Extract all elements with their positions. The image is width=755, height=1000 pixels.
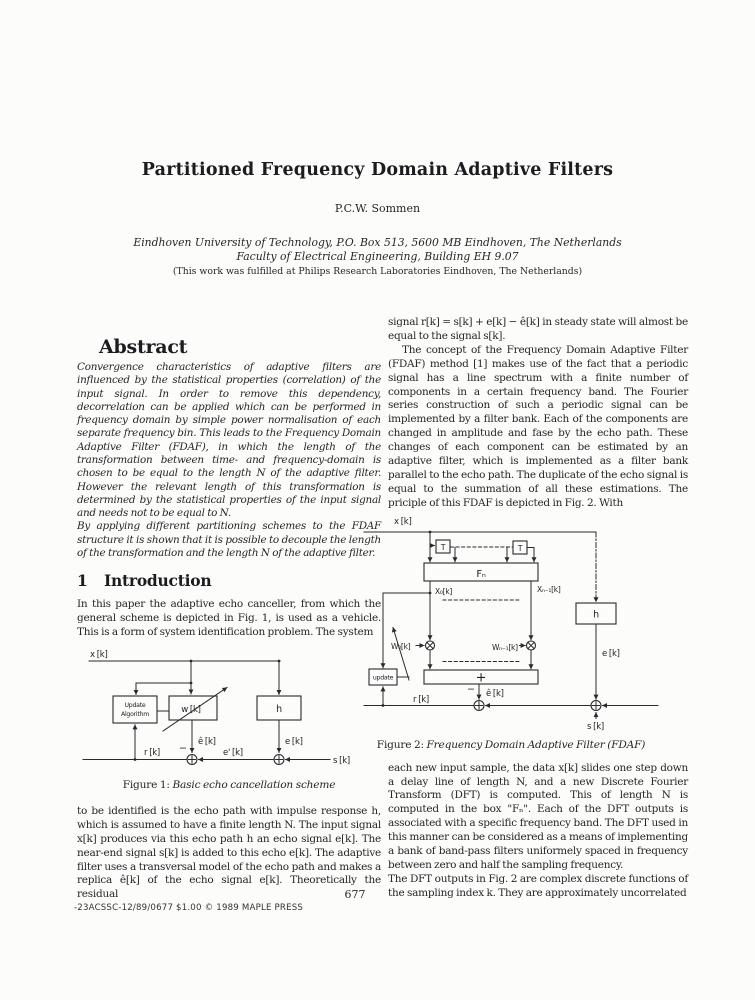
adder-node-output bbox=[473, 699, 485, 711]
copyright-line: -23ACSSC-12/89/0677 $1.00 © 1989 MAPLE P… bbox=[74, 903, 304, 913]
affiliation-note: (This work was fulfilled at Philips Rese… bbox=[172, 266, 583, 277]
x-input-label: x [k] bbox=[394, 517, 412, 527]
weight-last-label: Wₙ₋₁[k] bbox=[492, 643, 518, 652]
delay1-label: T bbox=[440, 543, 446, 552]
echo-label: e [k] bbox=[285, 737, 303, 747]
figure2-wiring bbox=[363, 530, 659, 719]
minus-sign: − bbox=[467, 684, 475, 695]
echo-estimate-label: ê [k] bbox=[486, 688, 504, 699]
echo-path-label: h bbox=[593, 609, 599, 620]
bin-last-label: Xₙ₋₁[k] bbox=[537, 585, 561, 594]
near-end-label: s [k] bbox=[333, 756, 350, 766]
echo-label: e [k] bbox=[602, 649, 620, 659]
residual-label: r [k] bbox=[144, 748, 160, 758]
adder-node-echo bbox=[590, 699, 602, 711]
paper-title: Partitioned Frequency Domain Adaptive Fi… bbox=[141, 160, 614, 180]
abstract-paragraph-2: By applying different partitioning schem… bbox=[77, 520, 381, 560]
bin-first-label: X₀[k] bbox=[435, 587, 452, 596]
left-paragraph-2: to be identified is the echo path with i… bbox=[77, 804, 381, 901]
section-title: Introduction bbox=[104, 571, 212, 591]
figure1-diagram: x [k] Update Algorithm w [k] h ê [k] − e… bbox=[82, 650, 350, 766]
dft-label: Fₙ bbox=[476, 569, 486, 580]
figure1-caption: Figure 1: Basic echo cancellation scheme bbox=[77, 779, 381, 793]
delay2-label: T bbox=[517, 544, 523, 553]
section-number: 1 bbox=[77, 571, 88, 591]
multiplier-node-last bbox=[525, 640, 537, 651]
introduction-paragraph: In this paper the adaptive echo cancelle… bbox=[77, 598, 381, 639]
dft-box bbox=[423, 562, 539, 582]
echo-path-box bbox=[256, 695, 302, 721]
right-column: signal r[k] = s[k] + e[k] − ê[k] in stea… bbox=[363, 316, 688, 901]
figure1-caption-prefix: Figure 1: bbox=[122, 778, 170, 791]
echo-path-label: h bbox=[276, 704, 282, 715]
sum-box bbox=[423, 669, 539, 685]
residual-label: r [k] bbox=[413, 695, 429, 705]
weight-first-label: W₀[k] bbox=[391, 642, 411, 651]
delay-box-2 bbox=[512, 540, 528, 555]
near-end-label: s [k] bbox=[587, 722, 604, 732]
adaptive-filter-label: w [k] bbox=[181, 705, 200, 715]
right-paragraph-3: each new input sample, the data x[k] sli… bbox=[388, 761, 688, 871]
affiliation-line-1: Eindhoven University of Technology, P.O.… bbox=[133, 236, 622, 249]
update-label: update bbox=[373, 674, 394, 681]
author-name: P.C.W. Sommen bbox=[334, 202, 421, 215]
abstract-paragraph-1: Convergence characteristics of adaptive … bbox=[77, 360, 381, 520]
abstract-heading: Abstract bbox=[99, 336, 188, 358]
update-box bbox=[368, 668, 398, 686]
figure2-caption: Figure 2: Frequency Domain Adaptive Filt… bbox=[361, 739, 661, 753]
right-paragraph-2: The concept of the Frequency Domain Adap… bbox=[388, 343, 688, 509]
paper-header: Partitioned Frequency Domain Adaptive Fi… bbox=[0, 160, 755, 277]
adder-node-left bbox=[186, 753, 198, 766]
figure1-wiring bbox=[82, 659, 331, 762]
sum-label: + bbox=[476, 670, 487, 685]
right-paragraph-1: signal r[k] = s[k] + e[k] − ê[k] in stea… bbox=[388, 316, 688, 342]
affiliation-line-2: Faculty of Electrical Engineering, Build… bbox=[236, 250, 519, 263]
echo-estimate-label: ê [k] bbox=[198, 736, 216, 747]
update-label-line1: Update bbox=[125, 702, 146, 709]
echo-path-box bbox=[575, 602, 617, 625]
update-algorithm-box bbox=[112, 695, 158, 724]
page-number: 677 bbox=[344, 888, 366, 901]
left-column: Abstract Convergence characteristics of … bbox=[77, 336, 381, 902]
update-label-line2: Algorithm bbox=[121, 711, 149, 718]
figure1-caption-text: Basic echo cancellation scheme bbox=[172, 778, 336, 791]
figure2-diagram: x [k] T T Fₙ X₀[k] Xₙ₋₁[k] W₀[k] Wₙ₋₁[k]… bbox=[363, 517, 659, 732]
adder-node-right bbox=[273, 753, 285, 766]
delay-box-1 bbox=[435, 539, 451, 554]
figure2-caption-text: Frequency Domain Adaptive Filter (FDAF) bbox=[426, 738, 646, 751]
multiplier-node-first bbox=[424, 640, 436, 651]
right-paragraph-4: The DFT outputs in Fig. 2 are complex di… bbox=[388, 872, 688, 899]
x-input-label: x [k] bbox=[90, 650, 108, 660]
introduction-heading: 1 Introduction bbox=[77, 571, 381, 591]
adaptive-filter-box bbox=[168, 695, 218, 721]
figure2-caption-prefix: Figure 2: bbox=[376, 738, 424, 751]
error-label: e' [k] bbox=[223, 748, 243, 758]
minus-sign: − bbox=[179, 743, 187, 754]
